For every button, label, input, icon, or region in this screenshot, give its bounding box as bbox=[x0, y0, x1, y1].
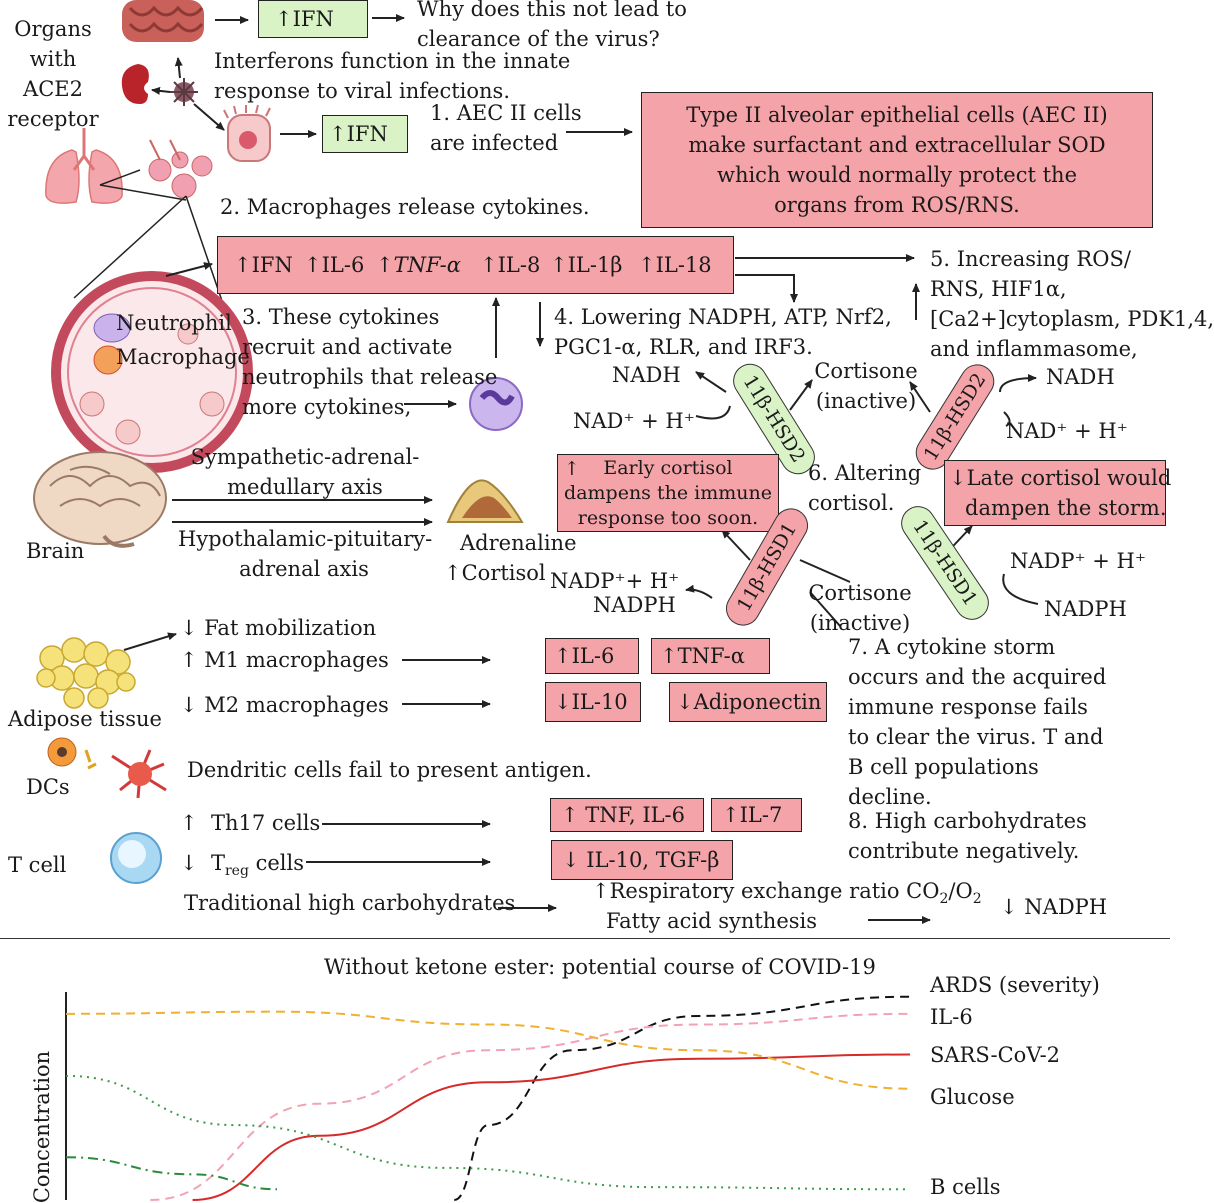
nadp-left: NADP⁺+ H⁺ bbox=[550, 569, 680, 593]
neutrophil-label: Neutrophil bbox=[116, 311, 232, 335]
resp-exchange-text: ↑Respiratory exchange ratio CO2/O2 bbox=[592, 879, 982, 908]
series-line-1 bbox=[150, 1012, 911, 1201]
nadp-right: NADP⁺ + H⁺ bbox=[1010, 549, 1146, 573]
tcell-label: T cell bbox=[8, 853, 67, 877]
series-line-0 bbox=[453, 995, 911, 1201]
early-cortisol-box: ↑Early cortisol dampens the immune respo… bbox=[557, 454, 779, 532]
cytokine-ifn: IFN bbox=[251, 253, 293, 277]
nad-right: NAD⁺ + H⁺ bbox=[1006, 419, 1128, 443]
dc-text: Dendritic cells fail to present antigen. bbox=[187, 758, 592, 782]
neutrophil-icon bbox=[469, 377, 523, 431]
macrophage-label: Macrophage bbox=[116, 345, 250, 369]
carbs-text: Traditional high carbohydrates bbox=[184, 891, 516, 915]
chart-plot bbox=[65, 995, 911, 1201]
series-line-5 bbox=[65, 1156, 278, 1191]
cytokine-il1b: IL-1β bbox=[567, 253, 623, 277]
cortisol-label: ↑Cortisol bbox=[444, 561, 546, 585]
cytokine-tnf: TNF-α bbox=[393, 253, 461, 277]
series-line-2 bbox=[192, 1053, 911, 1201]
cytokine-bar: ↑IFN ↑IL-6 ↑TNF-α ↑IL-8 ↑IL-1β ↑IL-18 bbox=[217, 236, 734, 294]
legend-ards: ARDS (severity) bbox=[930, 973, 1100, 997]
treg-cells: ↓ Treg cells bbox=[180, 851, 305, 880]
intestine-icon bbox=[122, 0, 204, 42]
il7-box: ↑IL-7 bbox=[711, 798, 802, 832]
fatty-acid-text: Fatty acid synthesis bbox=[606, 909, 818, 933]
adipose-label: Adipose tissue bbox=[8, 707, 162, 731]
th17-cells: ↑ Th17 cells bbox=[180, 811, 321, 835]
cytokine-il18: IL-18 bbox=[655, 253, 712, 277]
virus-icon bbox=[170, 78, 198, 106]
m2-macrophages: ↓ M2 macrophages bbox=[180, 693, 389, 717]
aec-protection-box: Type II alveolar epithelial cells (AEC I… bbox=[641, 92, 1153, 228]
tnf-il6-box: ↑ TNF, IL-6 bbox=[550, 798, 704, 832]
adiponectin-box: ↓Adiponectin bbox=[669, 682, 827, 722]
ifn-box-aec: ↑IFN bbox=[322, 115, 408, 153]
alveoli-icon bbox=[148, 139, 213, 199]
legend-bcells: B cells bbox=[930, 1175, 1001, 1199]
aec-cell-icon bbox=[223, 104, 271, 162]
legend-il6: IL-6 bbox=[930, 1005, 973, 1029]
fat-mobilization: ↓ Fat mobilization bbox=[180, 616, 377, 640]
kidney-icon bbox=[121, 64, 149, 104]
nadph-bottom: ↓ NADPH bbox=[1000, 895, 1108, 919]
t-cell-icon bbox=[110, 832, 162, 884]
diagram-graphics bbox=[33, 0, 1039, 1201]
alveolus-icon bbox=[51, 271, 253, 473]
nad-left: NAD⁺ + H⁺ bbox=[573, 409, 695, 433]
brain-label: Brain bbox=[26, 539, 85, 563]
nadh-right: NADH bbox=[1046, 365, 1115, 389]
adipose-tissue-icon bbox=[36, 637, 136, 709]
legend-virus: SARS-CoV-2 bbox=[930, 1043, 1061, 1067]
series-line-3 bbox=[65, 1010, 911, 1090]
chart-title: Without ketone ester: potential course o… bbox=[324, 955, 876, 979]
cortisone-top: Cortisone(inactive) bbox=[814, 359, 918, 413]
chart-ylabel: Concentration bbox=[30, 1050, 55, 1203]
m1-macrophages: ↑ M1 macrophages bbox=[180, 648, 389, 672]
cortisone-bottom: Cortisone(inactive) bbox=[808, 581, 912, 635]
adrenal-gland-icon bbox=[446, 479, 524, 523]
step5-text: 5. Increasing ROS/RNS, HIF1α, [Ca2+]cyto… bbox=[930, 247, 1214, 361]
sam-axis-label: Sympathetic-adrenal-medullary axis bbox=[190, 445, 420, 499]
nadh-left: NADH bbox=[612, 363, 681, 387]
divider-line bbox=[0, 938, 1170, 939]
cytokine-il8: IL-8 bbox=[497, 253, 541, 277]
dendritic-cell-icon bbox=[47, 737, 167, 799]
il6-box: ↑IL-6 bbox=[545, 638, 639, 674]
dc-label: DCs bbox=[26, 775, 70, 799]
cytokine-il6: IL-6 bbox=[321, 253, 365, 277]
legend-glucose: Glucose bbox=[930, 1085, 1015, 1109]
step2-text: 2. Macrophages release cytokines. bbox=[220, 195, 590, 219]
adrenaline-label: Adrenaline bbox=[460, 531, 577, 555]
il10-box: ↓IL-10 bbox=[545, 682, 641, 722]
il10-tgf-box: ↓ IL-10, TGF-β bbox=[551, 840, 733, 880]
series-line-4 bbox=[65, 1074, 911, 1191]
tnf-box: ↑TNF-α bbox=[651, 638, 770, 674]
nadph-left: NADPH bbox=[593, 593, 676, 617]
hpa-axis-label: Hypothalamic-pituitary-adrenal axis bbox=[178, 527, 433, 581]
nadph-right: NADPH bbox=[1044, 597, 1127, 621]
ifn-box-top: ↑IFN bbox=[258, 0, 368, 38]
late-cortisol-box: ↓Late cortisol would dampen the storm. bbox=[944, 460, 1171, 526]
brain-icon bbox=[33, 451, 167, 548]
lungs-icon bbox=[45, 128, 123, 204]
step4-text: 4. Lowering NADPH, ATP, Nrf2,PGC1-α, RLR… bbox=[554, 305, 892, 359]
